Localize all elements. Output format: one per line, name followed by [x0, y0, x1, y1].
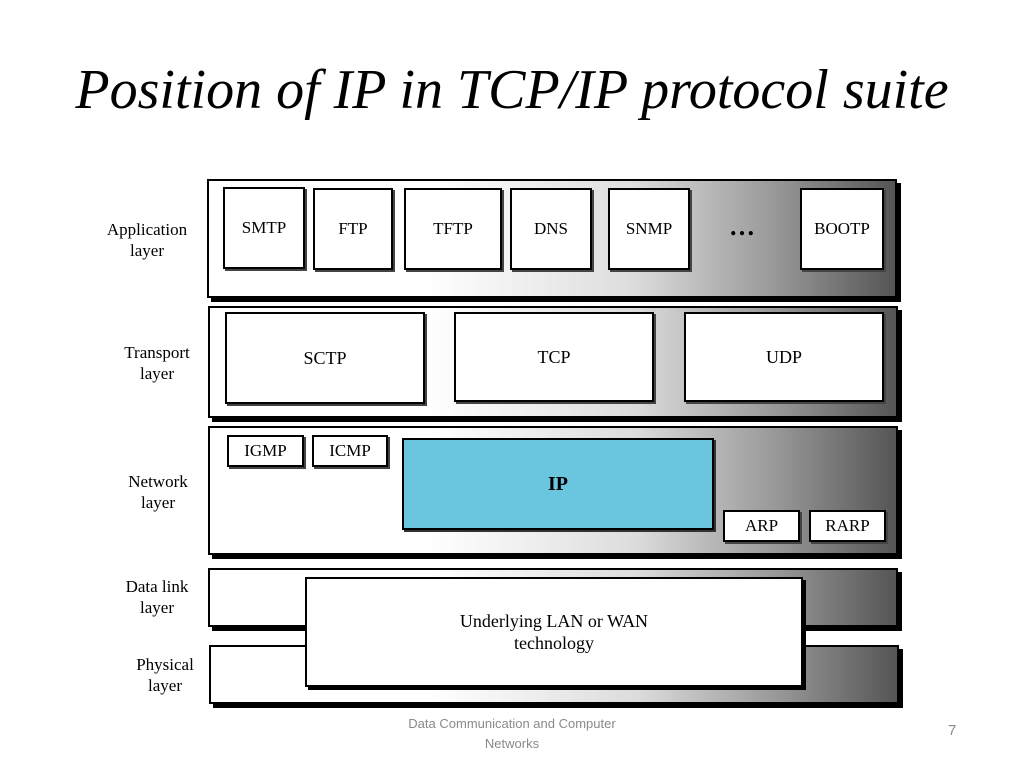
ftp-box: FTP — [313, 188, 393, 270]
sctp-label: SCTP — [303, 347, 347, 368]
ip-box: IP — [402, 438, 714, 530]
igmp-label: IGMP — [244, 441, 287, 460]
sctp-box: SCTP — [225, 312, 425, 404]
rarp-label: RARP — [825, 516, 870, 535]
slide-title: Position of IP in TCP/IP protocol suite — [75, 59, 949, 121]
igmp-box: IGMP — [227, 435, 304, 467]
page-number: 7 — [948, 722, 957, 739]
snmp-label: SNMP — [625, 219, 673, 238]
transport-layer-label: Transport layer — [124, 343, 190, 383]
snmp-box: SNMP — [608, 188, 690, 270]
underlying-technology-label: Underlying LAN or WAN technology — [459, 611, 649, 653]
tcp-label: TCP — [537, 346, 571, 367]
udp-box: UDP — [684, 312, 884, 402]
dns-box: DNS — [510, 188, 592, 270]
arp-box: ARP — [723, 510, 800, 542]
tftp-label: TFTP — [433, 219, 473, 238]
rarp-box: RARP — [809, 510, 886, 542]
tcp-box: TCP — [454, 312, 654, 402]
bootp-box: BOOTP — [800, 188, 884, 270]
bootp-label: BOOTP — [814, 219, 870, 238]
physical-layer-label: Physical layer — [136, 655, 194, 695]
footer-text: Data Communication and Computer Networks — [408, 716, 616, 751]
datalink-layer-label: Data link layer — [125, 577, 189, 617]
udp-label: UDP — [765, 346, 802, 367]
smtp-label: SMTP — [241, 218, 287, 237]
underlying-technology-box: Underlying LAN or WAN technology — [305, 577, 803, 687]
ip-label: IP — [548, 472, 568, 495]
smtp-box: SMTP — [223, 187, 305, 269]
application-layer-label: Application layer — [106, 220, 188, 260]
icmp-label: ICMP — [329, 441, 371, 460]
tftp-box: TFTP — [404, 188, 502, 270]
more-protocols-ellipsis: … — [729, 212, 758, 241]
network-layer-label: Network layer — [128, 472, 188, 512]
dns-label: DNS — [533, 219, 568, 238]
arp-label: ARP — [744, 516, 779, 535]
ftp-label: FTP — [338, 219, 368, 238]
icmp-box: ICMP — [312, 435, 388, 467]
